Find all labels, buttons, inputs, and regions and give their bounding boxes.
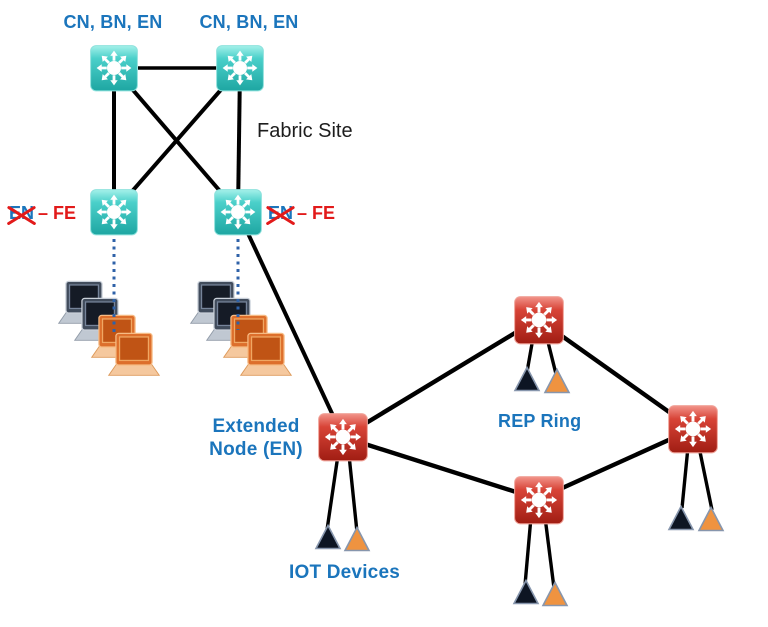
laptop-icon xyxy=(238,332,294,380)
edge-right-role-label: EN – FE xyxy=(265,203,336,226)
extended-node-switch xyxy=(318,413,368,462)
edge-switch-right xyxy=(214,189,262,236)
iot-triangle-orange-icon xyxy=(343,525,371,553)
switch-icon xyxy=(90,45,138,92)
iot-triangle-black-icon xyxy=(512,578,540,606)
iot-triangle-orange-icon xyxy=(541,580,569,608)
rep-ring-switch-top xyxy=(514,296,564,345)
rep-ring-label: REP Ring xyxy=(498,411,582,431)
new-role-text: – FE xyxy=(297,203,336,223)
iot-devices-label: IOT Devices xyxy=(289,562,400,583)
switch-icon xyxy=(514,476,564,525)
iot-triangle-black-icon xyxy=(513,365,541,393)
extended-node-label: Extended Node (EN) xyxy=(209,416,303,460)
struck-role: EN xyxy=(6,203,37,226)
link-en-repBottom xyxy=(342,434,539,502)
laptop-cluster-right xyxy=(188,280,298,382)
link-coreR-edgeL xyxy=(112,66,242,214)
laptop-icon xyxy=(106,332,162,380)
iot-triangle-black-icon xyxy=(314,523,342,551)
rep-ring-switch-bottom xyxy=(514,476,564,525)
switch-icon xyxy=(90,189,138,236)
core-left-role-label: CN, BN, EN xyxy=(63,12,163,32)
laptop-cluster-left xyxy=(56,280,166,382)
iot-triangle-orange-icon xyxy=(543,367,571,395)
link-repRight-iot-black xyxy=(680,446,690,509)
switch-icon xyxy=(318,413,368,462)
iot-triangle-orange-icon xyxy=(697,505,725,533)
rep-ring-switch-right xyxy=(668,405,718,454)
iot-triangle-black-icon xyxy=(667,504,695,532)
switch-icon xyxy=(668,405,718,454)
switch-icon xyxy=(214,189,262,236)
struck-role: EN xyxy=(265,203,296,226)
core-switch-right xyxy=(216,45,264,92)
link-en-repTop xyxy=(341,317,540,439)
link-repBottom-iot-orange xyxy=(543,516,556,589)
new-role-text: – FE xyxy=(38,203,77,223)
core-switch-left xyxy=(90,45,138,92)
link-repBottom-iot-black xyxy=(523,516,533,586)
link-en-iot-black xyxy=(325,454,340,531)
fabric-site-label: Fabric Site xyxy=(257,120,353,142)
core-right-role-label: CN, BN, EN xyxy=(199,12,299,32)
switch-icon xyxy=(216,45,264,92)
link-coreR-edgeR xyxy=(236,67,242,213)
edge-left-role-label: EN – FE xyxy=(6,203,77,226)
edge-switch-left xyxy=(90,189,138,236)
switch-icon xyxy=(514,296,564,345)
link-edgeR-extended-node xyxy=(236,211,345,438)
link-repRight-iot-orange xyxy=(697,446,714,511)
link-en-iot-orange xyxy=(347,454,359,533)
